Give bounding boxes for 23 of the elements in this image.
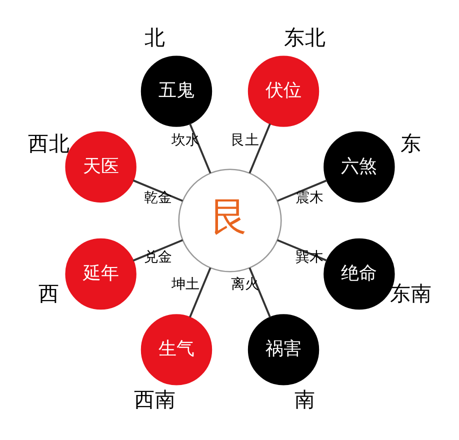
node-label: 北 — [144, 25, 166, 50]
node-circle: 延年 — [64, 238, 136, 310]
node-circle: 祸害 — [247, 314, 319, 385]
node-label: 东北 — [283, 25, 326, 50]
connector — [248, 122, 270, 173]
node-label: 东 — [400, 131, 421, 156]
node-circle: 六煞 — [323, 130, 394, 202]
edge-label: 兑金 — [143, 249, 172, 266]
connector — [188, 267, 211, 318]
node-circle: 五鬼 — [140, 55, 212, 126]
node-label: 西南 — [134, 386, 176, 411]
node-label: 西 — [38, 280, 60, 305]
connector — [132, 238, 182, 261]
node-circle: 艮 — [178, 168, 282, 272]
connector — [132, 179, 182, 202]
edge-label: 乾金 — [143, 190, 172, 206]
connector — [276, 179, 327, 202]
edge-label: 震木 — [295, 190, 324, 206]
edge-label: 艮土 — [230, 132, 258, 148]
node-label: 南 — [294, 386, 315, 411]
node-circle: 生气 — [140, 314, 212, 385]
node-circle: 伏位 — [247, 55, 319, 126]
edge-label: 坤土 — [170, 276, 199, 292]
